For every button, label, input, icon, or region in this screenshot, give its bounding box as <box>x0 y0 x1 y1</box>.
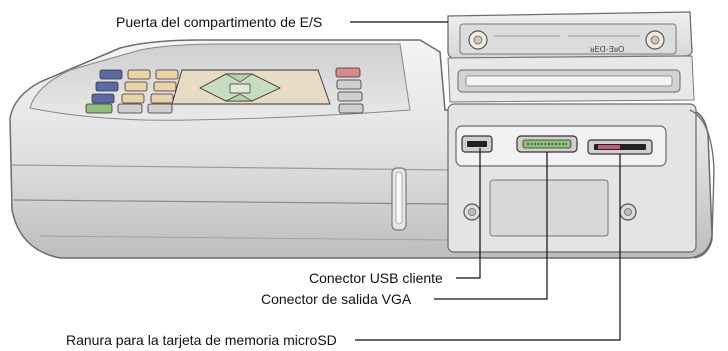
microsd-slot <box>587 139 653 155</box>
io-compartment-door: ᴚEᗡ-ƎᴚO <box>447 11 695 103</box>
leader-lines <box>350 21 621 341</box>
callout-usb-client: Conector USB cliente <box>309 270 443 286</box>
connector-panel <box>447 103 697 253</box>
door-label: ᴚEᗡ-ƎᴚO <box>590 45 624 54</box>
callout-microsd-slot: Ranura para la tarjeta de memoria microS… <box>66 332 337 348</box>
callout-io-door: Puerta del compartimento de E/S <box>116 14 323 30</box>
callout-vga-output: Conector de salida VGA <box>261 291 412 307</box>
usb-port <box>461 135 493 153</box>
keypad <box>85 67 364 114</box>
vga-port <box>516 135 578 153</box>
